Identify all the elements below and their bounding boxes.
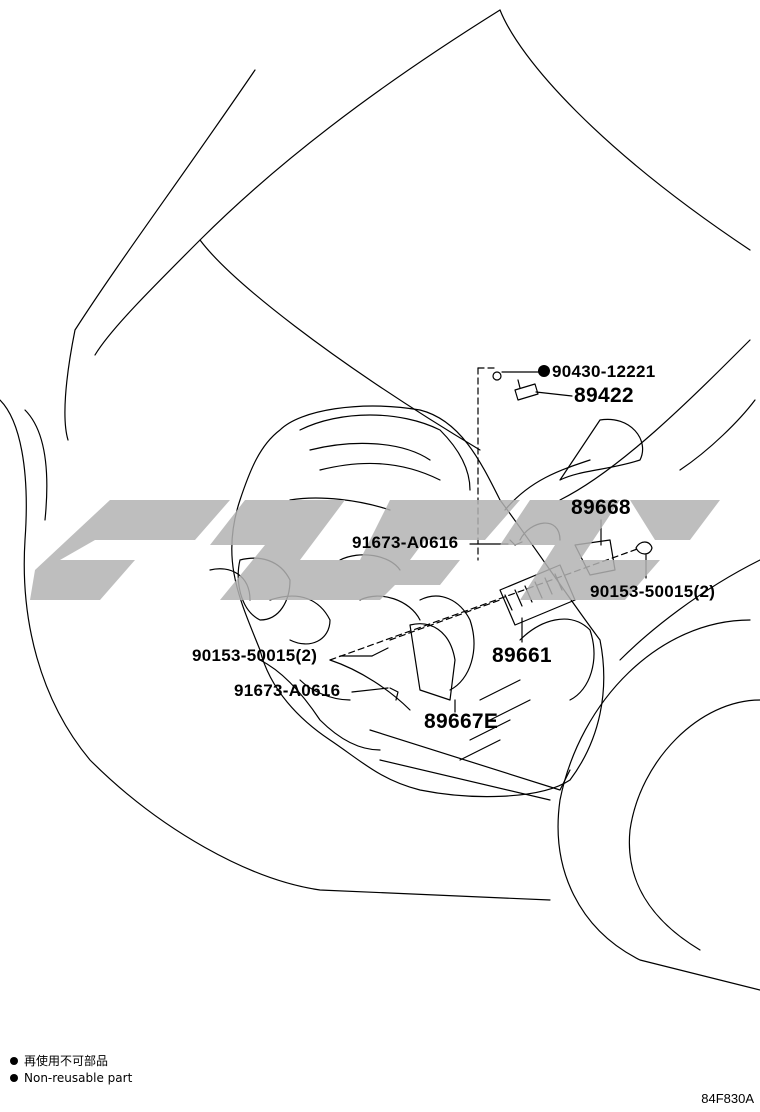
legend-line-english: Non-reusable part [10, 1072, 132, 1084]
label-89667e: 89667E [424, 710, 499, 733]
legend-japanese-text: 再使用不可部品 [24, 1054, 109, 1068]
legend-english-text: Non-reusable part [24, 1071, 133, 1085]
figure-code: 84F830A [701, 1091, 754, 1106]
bracket-89667E [409, 623, 456, 701]
label-89661: 89661 [492, 644, 552, 667]
sensor-89422 [514, 379, 539, 401]
bullet-icon [10, 1073, 18, 1082]
label-89668: 89668 [571, 496, 631, 519]
wheel-arch [557, 619, 760, 991]
fender-outline [0, 399, 551, 901]
engine-outline [231, 405, 605, 798]
label-91673-a0616-top: 91673-A0616 [352, 533, 459, 552]
label-89422: 89422 [574, 384, 634, 407]
leader-89422 [535, 391, 573, 397]
watermark-logo [30, 500, 720, 600]
legend-line-japanese: 再使用不可部品 [10, 1055, 108, 1067]
label-90153-50015-right: 90153-50015(2) [590, 582, 716, 601]
label-91673-a0616-bottom: 91673-A0616 [234, 681, 341, 700]
label-90430-12221-text: 90430-12221 [552, 362, 656, 381]
label-90430-12221: 90430-12221 [538, 363, 656, 380]
bullet-icon [10, 1056, 18, 1065]
hood-outline [199, 9, 501, 451]
leader-91673-bottom [351, 687, 389, 693]
non-reusable-dot-icon [538, 364, 550, 377]
label-90153-50015-left: 90153-50015(2) [192, 646, 318, 665]
